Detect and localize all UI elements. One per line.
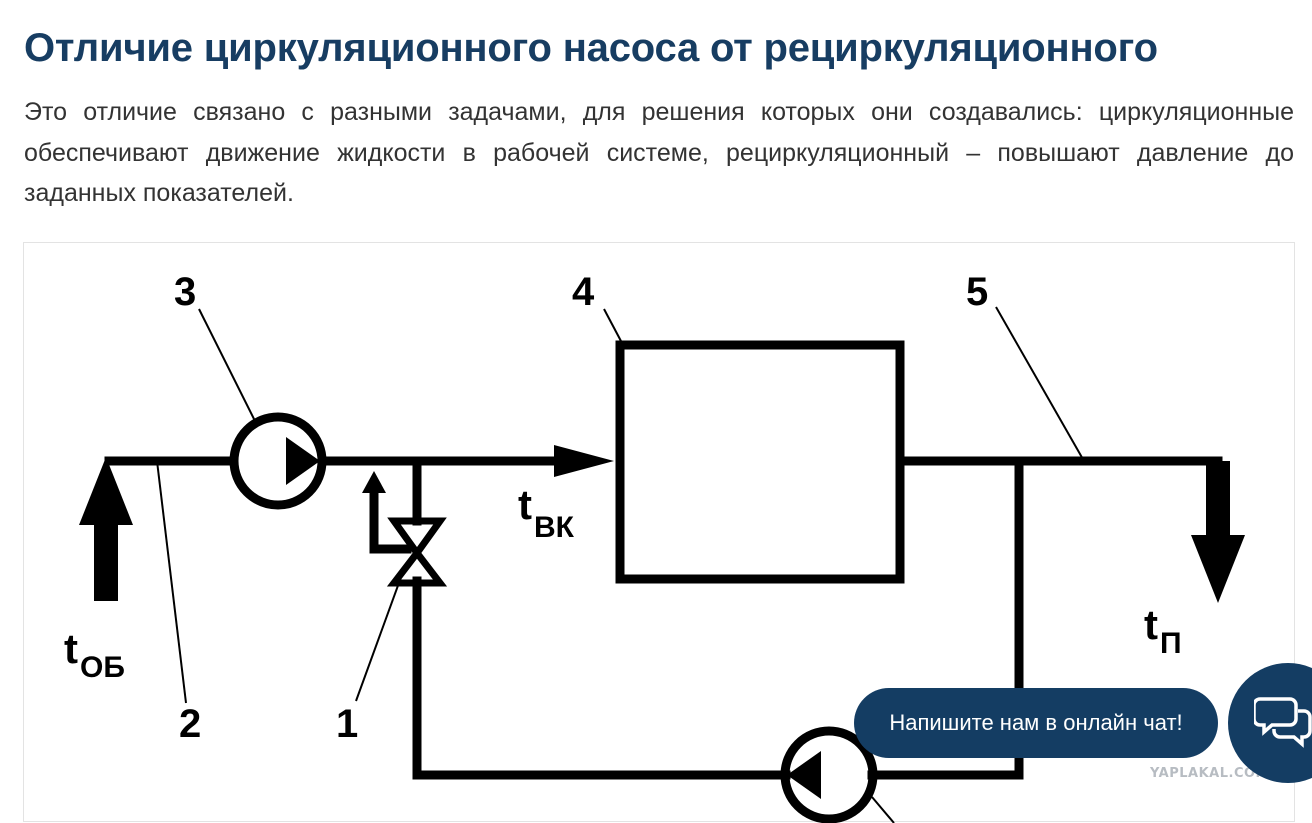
article-title: Отличие циркуляционного насоса от рецирк… [24,26,1158,70]
label-5: 5 [966,270,988,314]
label-t-ob-main: t [64,625,78,672]
leader-6 [871,796,895,823]
label-2: 2 [179,702,201,746]
leader-4 [603,308,623,344]
label-t-vk-main: t [518,481,532,528]
label-t-ob-sub: ОБ [80,651,125,684]
pump-return-triangle [787,751,821,799]
online-chat-prompt-button[interactable]: Напишите нам в онлайн чат! [854,688,1218,758]
consumer-box [615,340,905,584]
pump-scheme-figure: 3 4 5 2 1 tОБ tВК tП [23,242,1295,823]
label-t-p: tП [1144,601,1182,660]
article-intro: Это отличие связано с разными задачами, … [24,98,1294,207]
outlet-arrow-head [1191,535,1245,603]
label-t-ob: tОБ [64,625,125,684]
valve-lower [386,547,448,587]
leader-1 [355,568,405,702]
label-3: 3 [174,270,196,314]
outlet-arrow-shaft [1206,461,1230,541]
watermark: YAPLAKAL.COM [1150,766,1269,781]
label-t-p-main: t [1144,601,1158,648]
pump-scheme-diagram: 3 4 5 2 1 tОБ tВК tП [64,270,1245,823]
inlet-arrow-head [79,457,133,525]
chat-bubbles-icon [1254,697,1312,748]
arrow-to-consumer [554,445,614,477]
leader-5 [995,306,1085,462]
valve-upper [387,517,447,559]
inlet-arrow-shaft [94,521,118,601]
bypass-arrow [362,471,386,493]
label-t-vk: tВК [518,481,575,544]
label-1: 1 [336,702,358,746]
leader-3 [198,308,257,424]
pump-3 [229,412,327,510]
label-4: 4 [572,270,595,314]
leader-2 [156,460,187,704]
label-t-p-sub: П [1160,627,1182,660]
label-t-vk-sub: ВК [534,511,575,544]
pump-3-triangle [286,437,320,485]
online-chat-prompt-label: Напишите нам в онлайн чат! [889,710,1183,735]
